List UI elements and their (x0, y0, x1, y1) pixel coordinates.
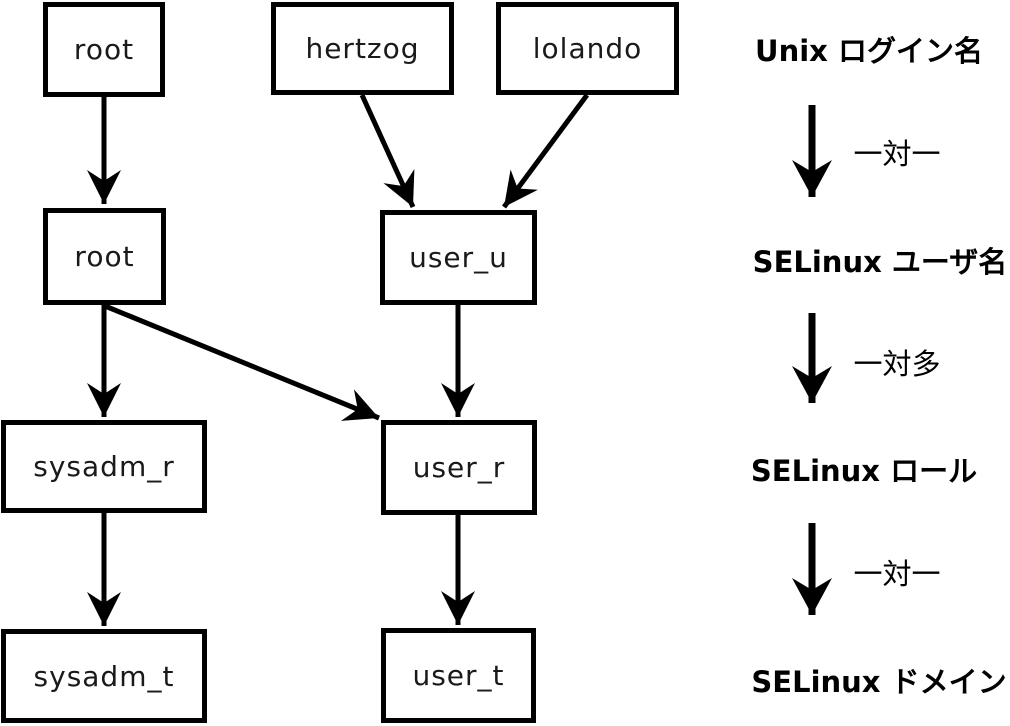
node-role-sysadm_r: sysadm_r (1, 420, 207, 513)
legend-level-selinux-user-name: SELinux ユーザ名 (752, 245, 1008, 279)
arrow-selinux-root-to-user_r (104, 303, 380, 421)
node-domain-sysadm_t: sysadm_t (1, 629, 207, 723)
node-selinux-user-root: root (43, 208, 166, 305)
node-selinux-user-user_u: user_u (380, 210, 537, 305)
node-unix-login-lolando: lolando (496, 2, 679, 95)
legend-relation-one-to-one-1: 一対一 (853, 137, 941, 171)
legend-relation-one-to-one-2: 一対一 (853, 557, 941, 591)
arrow-hertzog-to-user_u (359, 93, 416, 209)
node-domain-user_t: user_t (381, 628, 536, 723)
arrow-lolando-to-user_u (501, 93, 590, 209)
node-unix-login-root: root (43, 2, 165, 97)
node-unix-login-hertzog: hertzog (271, 2, 454, 95)
legend-relation-one-to-many: 一対多 (853, 347, 941, 381)
legend-level-selinux-domain: SELinux ドメイン (751, 665, 1007, 699)
node-role-user_r: user_r (381, 420, 537, 515)
legend-level-selinux-role: SELinux ロール (750, 454, 978, 488)
legend-level-unix-login-name: Unix ログイン名 (755, 34, 983, 68)
